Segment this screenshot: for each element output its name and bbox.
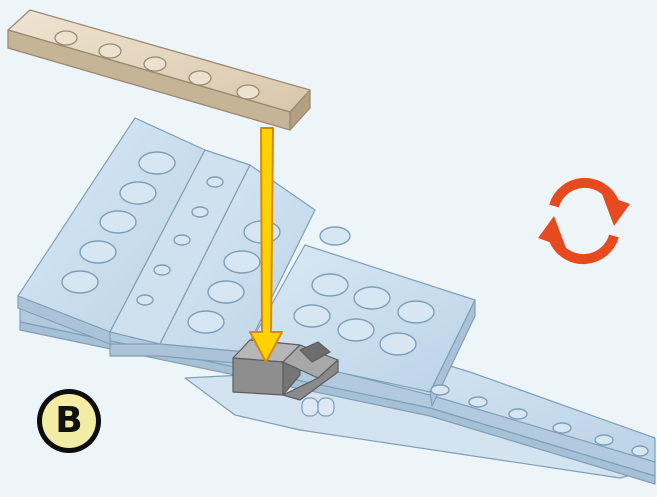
- step-label: B: [42, 394, 96, 448]
- rotate-model-icon: [554, 183, 614, 259]
- step-badge: B: [37, 389, 101, 453]
